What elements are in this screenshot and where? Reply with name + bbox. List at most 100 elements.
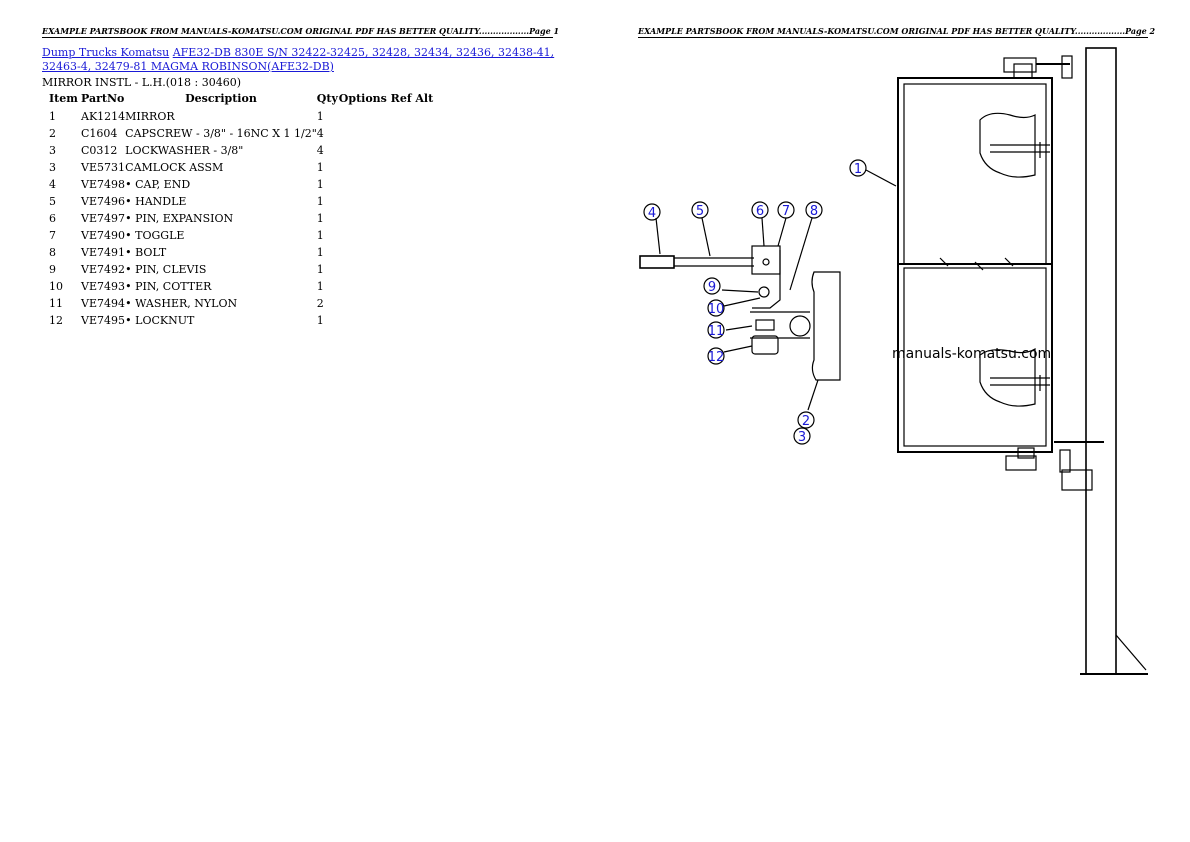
- cell-qty: 4: [316, 144, 324, 157]
- table-row: 2 C1604 CAPSCREW - 3/8" - 16NC X 1 1/2"4: [46, 125, 433, 142]
- cell-item: 3: [49, 161, 56, 174]
- callout-circle-10: [707, 299, 725, 317]
- callout-circle-2: [797, 411, 815, 429]
- cell-qty: 1: [316, 110, 324, 123]
- page-2-header: EXAMPLE PARTSBOOK FROM MANUALS-KOMATSU.C…: [638, 26, 1156, 38]
- cell-partno: VE7497: [81, 212, 125, 225]
- table-row: 5 VE7496• HANDLE 1: [46, 193, 433, 210]
- cell-description: • BOLT: [125, 246, 167, 259]
- cell-qty: 1: [316, 314, 324, 327]
- cell-qty: 1: [316, 246, 324, 259]
- cell-partno: VE7492: [81, 263, 125, 276]
- cell-item: 10: [49, 280, 63, 293]
- callout-circle-6: [751, 201, 769, 219]
- cell-item: 11: [49, 297, 63, 310]
- cell-partno: C1604: [81, 127, 118, 140]
- col-item-header: Item: [49, 91, 78, 105]
- cell-qty: 1: [316, 263, 324, 276]
- cell-description: • PIN, CLEVIS: [125, 263, 207, 276]
- cell-description: MIRROR: [125, 110, 175, 123]
- cell-item: 2: [49, 127, 56, 140]
- breadcrumb: Dump Trucks Komatsu AFE32-DB 830E S/N 32…: [42, 46, 562, 74]
- parts-table: Item PartNo Description Qty Options Ref …: [46, 91, 433, 329]
- watermark: manuals-komatsu.com: [892, 346, 1052, 362]
- cell-description: • PIN, COTTER: [125, 280, 212, 293]
- callout-number-9: 9: [708, 280, 716, 295]
- cell-item: 6: [49, 212, 56, 225]
- cell-qty: 1: [316, 161, 324, 174]
- cell-partno: VE5731: [81, 161, 125, 174]
- cell-description: • HANDLE: [125, 195, 187, 208]
- callout-number-10: 10: [708, 302, 725, 317]
- callout-number-8: 8: [810, 204, 818, 219]
- table-row: 4 VE7498• CAP, END 1: [46, 176, 433, 193]
- callout-number-2: 2: [802, 414, 810, 429]
- cell-qty: 2: [316, 297, 324, 310]
- callout-circle-11: [707, 321, 725, 339]
- callout-number-6: 6: [756, 204, 764, 219]
- table-row: 3 C0312 LOCKWASHER - 3/8" 4: [46, 142, 433, 159]
- callout-circle-12: [707, 347, 725, 365]
- cell-item: 9: [49, 263, 56, 276]
- callout-circle-3: [793, 427, 811, 445]
- cell-qty: 1: [316, 195, 324, 208]
- cell-item: 1: [49, 110, 56, 123]
- cell-description: • LOCKNUT: [125, 314, 195, 327]
- callout-circle-4: [643, 203, 661, 221]
- callout-number-1: 1: [854, 162, 862, 177]
- cell-partno: VE7498: [81, 178, 125, 191]
- col-description-header: Description: [185, 91, 257, 105]
- cell-description: • WASHER, NYLON: [125, 297, 238, 310]
- camlock-detail-drawing: [639, 217, 841, 411]
- cell-partno: VE7491: [81, 246, 125, 259]
- cell-partno: AK1214: [81, 110, 126, 123]
- cell-partno: VE7496: [81, 195, 125, 208]
- cell-item: 7: [49, 229, 56, 242]
- callout-number-3: 3: [798, 430, 806, 445]
- cell-qty: 1: [316, 178, 324, 191]
- col-partno-header: PartNo: [81, 91, 125, 105]
- cell-item: 5: [49, 195, 56, 208]
- cell-partno: VE7495: [81, 314, 125, 327]
- cell-item: 4: [49, 178, 56, 191]
- cell-description: LOCKWASHER - 3/8": [125, 144, 244, 157]
- cell-description: • TOGGLE: [125, 229, 185, 242]
- callout-number-7: 7: [782, 204, 790, 219]
- callout-number-4: 4: [648, 206, 656, 221]
- table-row: 8 VE7491• BOLT 1: [46, 244, 433, 261]
- page-1-header: EXAMPLE PARTSBOOK FROM MANUALS-KOMATSU.C…: [42, 26, 560, 38]
- cell-partno: VE7490: [81, 229, 125, 242]
- callout-circle-1: [849, 159, 867, 177]
- cell-partno: VE7494: [81, 297, 125, 310]
- callout-number-12: 12: [708, 350, 725, 365]
- table-row: 11 VE7494• WASHER, NYLON 2: [46, 295, 433, 312]
- cell-qty: 1: [316, 280, 324, 293]
- col-options-header: Options Ref Alt: [338, 91, 434, 105]
- callout-number-11: 11: [708, 324, 725, 339]
- cell-qty: 1: [316, 229, 324, 242]
- cell-item: 8: [49, 246, 56, 259]
- page-title: MIRROR INSTL - L.H.(018 : 30460): [42, 76, 241, 89]
- cell-qty: 4: [316, 127, 324, 140]
- col-qty-header: Qty: [316, 91, 338, 105]
- cell-item: 3: [49, 144, 56, 157]
- breadcrumb-link-model[interactable]: AFE32-DB 830E S/N 32422-32425, 32428, 32…: [42, 46, 555, 73]
- cell-description: • CAP, END: [125, 178, 191, 191]
- cell-description: CAMLOCK ASSM: [125, 161, 224, 174]
- table-row: 7 VE7490• TOGGLE 1: [46, 227, 433, 244]
- cell-partno: C0312: [81, 144, 118, 157]
- callout-number-5: 5: [696, 204, 704, 219]
- callout-circle-5: [691, 201, 709, 219]
- cell-description: CAPSCREW - 3/8" - 16NC X 1 1/2": [125, 127, 317, 140]
- breadcrumb-link-dump-trucks[interactable]: Dump Trucks Komatsu: [42, 46, 170, 59]
- table-header-row: Item PartNo Description Qty Options Ref …: [46, 91, 433, 108]
- table-row: 9 VE7492• PIN, CLEVIS 1: [46, 261, 433, 278]
- cell-qty: 1: [316, 212, 324, 225]
